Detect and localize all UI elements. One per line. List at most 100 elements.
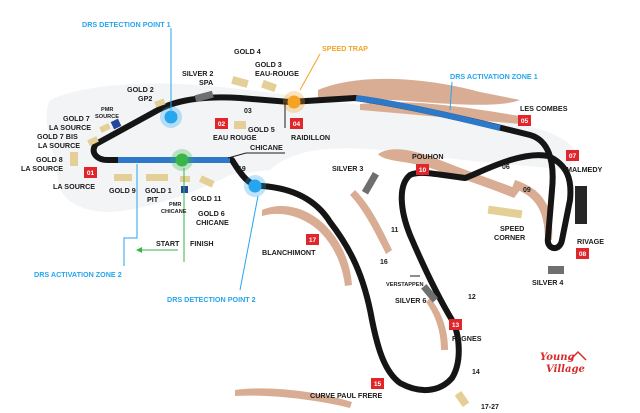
start-arrow-head: [136, 247, 142, 253]
stand-silver-4: [548, 266, 564, 274]
corner-badge-17-text: 17: [309, 237, 317, 244]
label-pouhon: POUHON: [412, 152, 444, 161]
line-drs-activation-2: [123, 164, 138, 266]
label-pmr-source-2: SOURCE: [95, 114, 119, 120]
label-fagnes: FAGNES: [452, 334, 482, 343]
label-drs-detection-2: DRS DETECTION POINT 2: [167, 295, 256, 304]
corner-badge-08: 08: [576, 248, 589, 259]
label-gold-8-line2: LA SOURCE: [21, 164, 63, 173]
label-speed-corner-line1: SPEED: [500, 224, 524, 233]
label-gold-7-line1: GOLD 7: [63, 114, 90, 123]
corner-badge-02-text: 02: [218, 121, 226, 128]
corner-badge-17: 17: [306, 234, 319, 245]
label-finish: FINISH: [190, 239, 214, 248]
stand-silver-6: [421, 284, 439, 303]
stand-gold-4: [231, 76, 249, 88]
terrain-strip-fagnes: [426, 298, 448, 350]
corner-badge-01: 01: [84, 167, 97, 178]
line-chicane: [227, 152, 285, 159]
corner-badge-13: 13: [449, 319, 462, 330]
label-silver-3: SILVER 3: [332, 164, 363, 173]
label-pmr-chicane-1: PMR: [169, 202, 181, 208]
stand-speed-corner: [487, 205, 523, 219]
label-gold-9: GOLD 9: [109, 186, 136, 195]
corner-badge-10-text: 10: [419, 167, 427, 174]
corner-badge-10: 10: [416, 164, 429, 175]
callout-lines: [123, 28, 453, 291]
label-gold-6-line1: GOLD 6: [198, 209, 225, 218]
label-silver-4: SILVER 4: [532, 278, 563, 287]
label-gold-1-line2: PIT: [147, 195, 159, 204]
start-finish-marker: [171, 149, 193, 171]
logo-line2: Village: [546, 364, 585, 375]
stand-silver-3: [361, 171, 379, 195]
label-rivage: RIVAGE: [577, 237, 604, 246]
stand-gold-8: [70, 152, 78, 166]
turn-14: 14: [472, 369, 480, 376]
speed-trap-marker: [283, 91, 305, 113]
label-gold-7bis-line1: GOLD 7 BIS: [37, 132, 78, 141]
terrain-strip-16: [350, 190, 392, 254]
line-drs-detection-2: [239, 195, 259, 291]
terrain-strip-bottom: [235, 388, 352, 408]
label-blanchimont: BLANCHIMONT: [262, 248, 316, 257]
corner-badge-04-text: 04: [293, 121, 301, 128]
label-chicane: CHICANE: [250, 143, 283, 152]
label-speed-trap: SPEED TRAP: [322, 44, 368, 53]
label-gold-2-line2: GP2: [138, 94, 152, 103]
label-silver-2-line1: SILVER 2: [182, 69, 213, 78]
stand-silver-2: [194, 90, 214, 103]
turn-19: 19: [238, 166, 246, 173]
logo-line1: Young: [540, 352, 574, 363]
turn-06: 06: [502, 164, 510, 171]
label-gold-2-line1: GOLD 2: [127, 85, 154, 94]
label-gold-8-line1: GOLD 8: [36, 155, 63, 164]
label-start: START: [156, 239, 180, 248]
label-silver-6: SILVER 6: [395, 296, 426, 305]
stand-gold-3: [261, 79, 277, 93]
label-raidillon: RAIDILLON: [291, 133, 330, 142]
corner-badge-15: 15: [371, 378, 384, 389]
stand-gold-11: [180, 176, 190, 182]
label-drs-detection-1: DRS DETECTION POINT 1: [82, 20, 171, 29]
turn-16: 16: [380, 259, 388, 266]
label-gold-1-line1: GOLD 1: [145, 186, 172, 195]
drs-detection-point-1-marker: [160, 106, 182, 128]
label-pmr-source-1: PMR: [101, 107, 113, 113]
stand-gold-2: [154, 98, 166, 108]
stand-gold-9: [114, 174, 132, 181]
corner-badge-13-text: 13: [452, 322, 460, 329]
label-malmedy: MALMEDY: [566, 165, 603, 174]
corner-badge-05: 05: [518, 115, 531, 126]
label-gold-7-line2: LA SOURCE: [49, 123, 91, 132]
label-gold-3-line2: EAU-ROUGE: [255, 69, 299, 78]
corner-badge-01-text: 01: [87, 170, 95, 177]
stand-pmr-source: [110, 118, 122, 130]
corner-badge-02: 02: [215, 118, 228, 129]
label-les-combes: LES COMBES: [520, 104, 568, 113]
label-gold-6-line2: CHICANE: [196, 218, 229, 227]
logo-roof-icon: [569, 350, 587, 361]
corner-badge-08-text: 08: [579, 251, 587, 258]
stand-turn-14: [454, 390, 470, 408]
stand-gold-6: [198, 175, 215, 188]
label-eau-rouge: EAU ROUGE: [213, 133, 257, 142]
label-curve-paul-frere: CURVE PAUL FRERE: [310, 391, 382, 400]
label-gold-5: GOLD 5: [248, 125, 275, 134]
stand-gold-7bis: [87, 136, 99, 146]
turn-17-27: 17-27: [481, 404, 499, 411]
corner-badge-07-text: 07: [569, 153, 577, 160]
label-drs-activation-1: DRS ACTIVATION ZONE 1: [450, 72, 538, 81]
label-drs-activation-2: DRS ACTIVATION ZONE 2: [34, 270, 122, 279]
corner-badge-15-text: 15: [374, 381, 382, 388]
label-gold-3-line1: GOLD 3: [255, 60, 282, 69]
label-gold-11: GOLD 11: [191, 194, 221, 203]
line-speed-trap: [299, 53, 321, 91]
label-verstappen: VERSTAPPEN: [386, 282, 424, 288]
stand-malmedy: [575, 186, 587, 224]
corner-badge-05-text: 05: [521, 118, 529, 125]
corner-badge-07: 07: [566, 150, 579, 161]
stand-gold-1: [146, 174, 168, 181]
